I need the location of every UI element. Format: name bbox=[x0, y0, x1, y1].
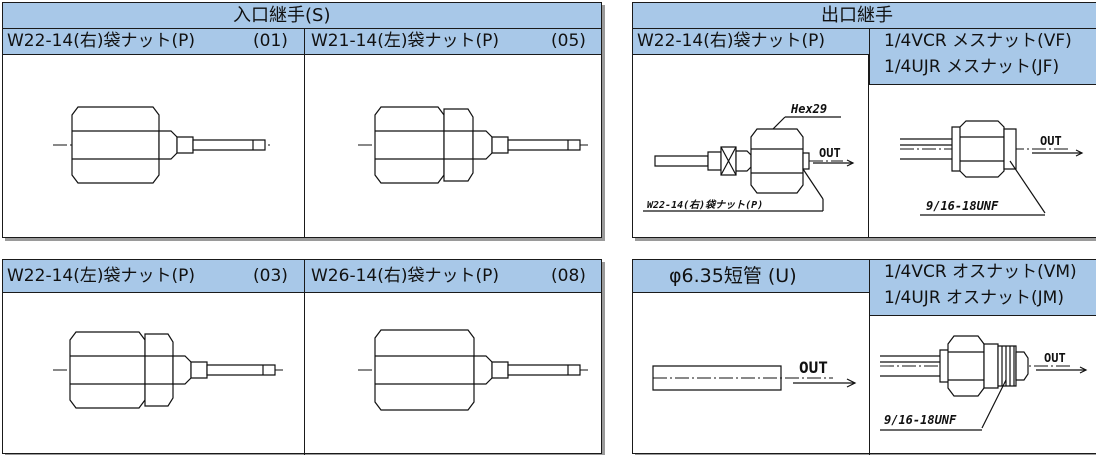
outlet-bottom-left-subheader: φ6.35短管 (U) bbox=[633, 260, 870, 293]
outlet-top-left-divider bbox=[633, 29, 869, 55]
inlet-title: 入口継手(S) bbox=[233, 5, 331, 26]
fitting-drawing-u: OUT bbox=[652, 358, 857, 391]
fitting-label-u: φ6.35短管 (U) bbox=[669, 265, 797, 287]
fitting-drawing-08 bbox=[358, 329, 588, 411]
inlet-bottom-subheader: W22-14(左)袋ナット(P) (03) W26-14(右)袋ナット(P) (… bbox=[3, 260, 601, 293]
inlet-bottom-panel: W22-14(左)袋ナット(P) (03) W26-14(右)袋ナット(P) (… bbox=[2, 259, 602, 455]
fitting-label-vf: 1/4VCR メスナット(VF) bbox=[884, 31, 1072, 51]
fitting-drawing-03 bbox=[53, 331, 283, 409]
fitting-code-03: (03) bbox=[253, 266, 288, 286]
nut-callout-label: W22-14(右)袋ナット(P) bbox=[647, 199, 763, 211]
thread-label-vm: 9/16-18UNF bbox=[884, 413, 957, 427]
outlet-title-bar: 出口継手 bbox=[633, 3, 1096, 29]
outlet-bottom-right-subheader: 1/4VCR オスナット(VM) 1/4UJR オスナット(JM) bbox=[870, 260, 1096, 316]
fitting-code-01: (01) bbox=[253, 31, 288, 51]
fitting-label-08: W26-14(右)袋ナット(P) bbox=[311, 266, 499, 286]
fitting-label-01: W22-14(右)袋ナット(P) bbox=[7, 31, 195, 51]
fitting-drawing-vm: OUT 9/16-18UNF bbox=[880, 335, 1088, 431]
fitting-drawing-vf: OUT 9/16-18UNF bbox=[900, 120, 1084, 216]
fitting-drawing-05 bbox=[358, 106, 588, 184]
fitting-label-03: W22-14(左)袋ナット(P) bbox=[7, 266, 195, 286]
fitting-label-jm: 1/4UJR オスナット(JM) bbox=[884, 288, 1064, 308]
inlet-top-panel: 入口継手(S) W22-14(右)袋ナット(P) (01) W21-14(左)袋… bbox=[2, 2, 602, 238]
out-label-p: OUT bbox=[819, 146, 841, 160]
fitting-code-08: (08) bbox=[551, 266, 586, 286]
out-label-u: OUT bbox=[799, 358, 828, 377]
hex-size-label: Hex29 bbox=[790, 102, 827, 116]
out-label-vm: OUT bbox=[1044, 351, 1066, 365]
fitting-drawing-01 bbox=[53, 106, 273, 184]
outlet-bottom-panel: φ6.35短管 (U) 1/4VCR オスナット(VM) 1/4UJR オスナッ… bbox=[632, 259, 1096, 455]
fitting-label-vm: 1/4VCR オスナット(VM) bbox=[884, 262, 1077, 282]
inlet-top-subheader: W22-14(右)袋ナット(P) (01) W21-14(左)袋ナット(P) (… bbox=[3, 29, 601, 55]
out-label-vf: OUT bbox=[1040, 134, 1062, 148]
fitting-code-05: (05) bbox=[551, 31, 586, 51]
fitting-drawing-p-outlet: Hex29 OUT W22-14(右)袋ナット(P) bbox=[643, 102, 855, 212]
fitting-label-jf: 1/4UJR メスナット(JF) bbox=[884, 57, 1060, 77]
outlet-title: 出口継手 bbox=[821, 5, 893, 26]
fitting-label-p-outlet: W22-14(右)袋ナット(P) bbox=[637, 31, 825, 51]
fitting-label-05: W21-14(左)袋ナット(P) bbox=[311, 31, 499, 51]
inlet-title-bar: 入口継手(S) bbox=[3, 3, 601, 29]
outlet-top-right-subheader: 1/4VCR メスナット(VF) 1/4UJR メスナット(JF) bbox=[870, 29, 1096, 85]
outlet-top-panel: 出口継手 W22-14(右)袋ナット(P) 1/4VCR メスナット(VF) 1… bbox=[632, 2, 1096, 238]
thread-label-vf: 9/16-18UNF bbox=[926, 199, 999, 213]
